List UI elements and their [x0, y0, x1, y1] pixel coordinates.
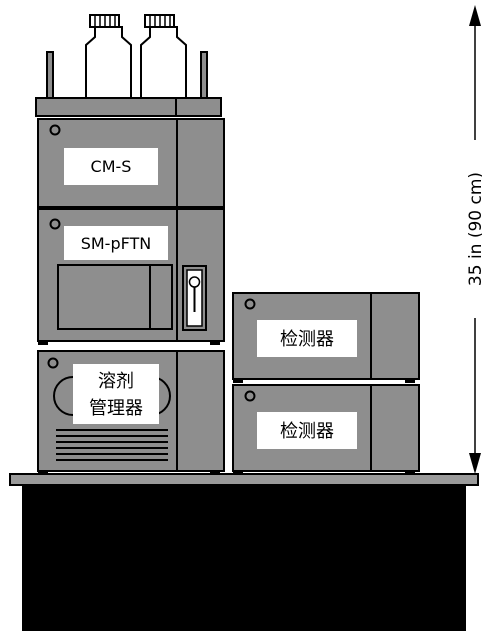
sm-pftn-module: SM-pFTN: [37, 208, 225, 345]
cm-s-label-box: [64, 148, 158, 185]
solvent-tray: [35, 14, 222, 117]
tray-post-left: [46, 51, 54, 100]
detector-top-label-box: [257, 320, 357, 357]
detector-bottom-label-box: [257, 412, 357, 449]
status-led-icon: [47, 357, 59, 369]
status-led-icon: [244, 390, 256, 402]
status-led-icon: [244, 298, 256, 310]
solvent-manager-label-line1: 溶剂: [98, 371, 134, 392]
bench-body: [22, 485, 466, 631]
status-led-icon: [49, 218, 61, 230]
detector-top-label: 检测器: [280, 329, 334, 350]
solvent-bottle: [140, 14, 187, 101]
sample-compartment-door: [57, 264, 173, 330]
cm-s-module: CM-S: [37, 118, 225, 208]
sm-pftn-label-box: [64, 226, 168, 260]
detector-bottom-module: 检测器: [232, 384, 420, 475]
bench-top: [9, 473, 479, 486]
detector-top-module: 检测器: [232, 292, 420, 383]
height-dimension: 35 in (90 cm): [466, 5, 482, 474]
vent-grille: [56, 429, 168, 461]
status-led-icon: [49, 124, 61, 136]
cm-s-label: CM-S: [91, 157, 132, 176]
solvent-manager-module: 溶剂 管理器: [37, 350, 225, 475]
solvent-manager-label-line2: 管理器: [89, 398, 143, 419]
arrow-down-icon: [469, 453, 481, 474]
tray-post-right: [200, 51, 208, 100]
dimension-label: 35 in (90 cm): [466, 172, 482, 286]
tray-base: [35, 97, 222, 117]
arrow-up-icon: [469, 5, 481, 26]
bench: [9, 473, 479, 631]
sm-pftn-label: SM-pFTN: [81, 234, 152, 253]
solvent-bottle: [85, 14, 132, 101]
detector-bottom-label: 检测器: [280, 421, 334, 442]
solvent-manager-label-box: [73, 364, 159, 424]
